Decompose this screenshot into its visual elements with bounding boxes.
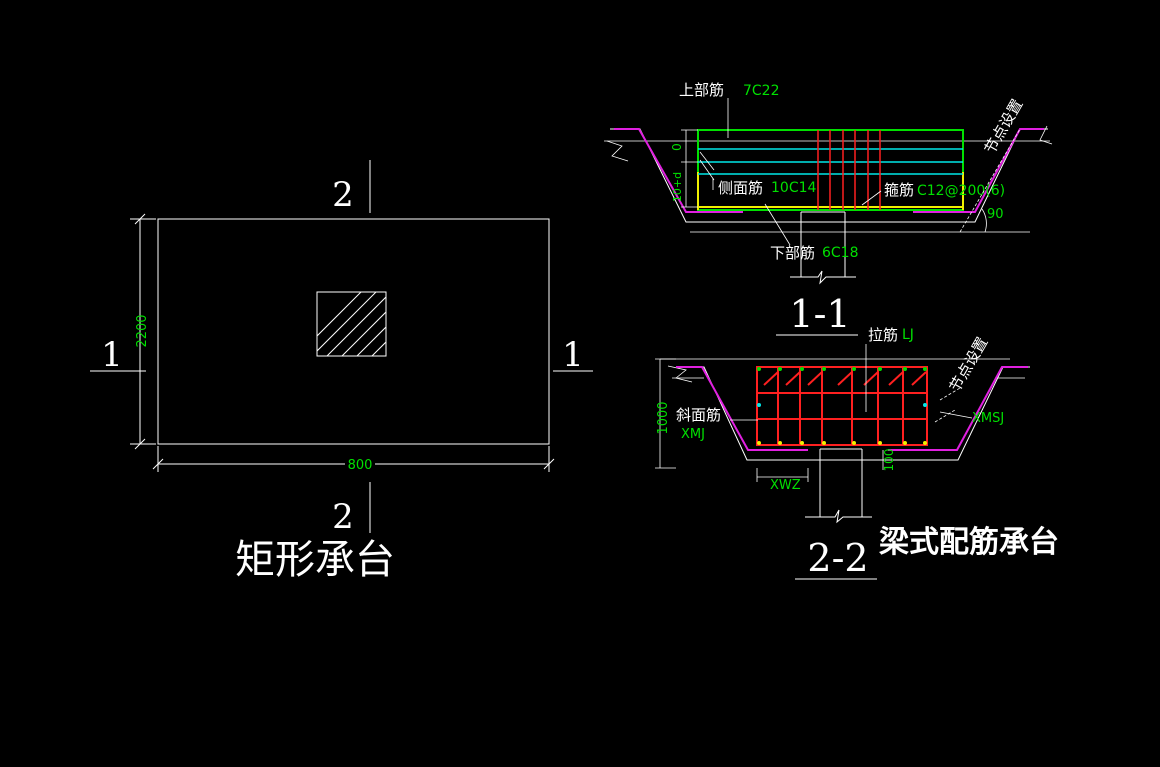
section-label-1-1: 1-1 — [789, 292, 850, 336]
drawing-caption: 梁式配筋承台 — [879, 525, 1059, 560]
stirrup-label: 箍筋 — [884, 181, 914, 199]
pile-column — [316, 291, 387, 357]
dim-small-2: 100 — [882, 449, 896, 472]
section-1-1: 0 10+d 上部筋 7C22 侧面筋 10C14 箍筋 C12@200(6) … — [604, 81, 1053, 336]
stirrups-red-1 — [817, 130, 881, 210]
pile-hatch — [317, 292, 386, 356]
slope-value: XMJ — [681, 427, 705, 442]
dim-side-1: 10+d — [671, 172, 684, 202]
magenta-bar-left-2 — [676, 366, 808, 451]
magenta-bar-left-1 — [614, 128, 743, 213]
plan-outline — [157, 218, 550, 445]
magenta-bar-right-2 — [888, 366, 1028, 451]
plan-view: 2 2 1 1 2200 800 矩形承台 — [90, 160, 593, 583]
rebar-grid-2 — [756, 366, 928, 446]
pile-1 — [790, 211, 856, 285]
slope-side-value: XMSJ — [972, 411, 1004, 426]
node-label-2: 节点设置 — [946, 334, 992, 395]
bar-dots-2 — [757, 367, 927, 445]
bottom-bar-value: 6C18 — [822, 245, 859, 261]
section-mark-bottom: 2 — [332, 497, 354, 537]
magenta-bar-right-1 — [913, 128, 1044, 213]
section-mark-top: 2 — [332, 175, 354, 215]
top-bar-value: 7C22 — [743, 83, 780, 99]
dim-zero-1: 0 — [670, 143, 684, 151]
tie-value: LJ — [902, 327, 914, 343]
bottom-bar-label: 下部筋 — [770, 244, 815, 262]
tie-label: 拉筋 — [868, 326, 898, 344]
dim-height — [130, 213, 156, 450]
xwz-text: XWZ — [770, 478, 801, 493]
section-mark-right: 1 — [562, 335, 584, 375]
stirrup-value: C12@200(6) — [917, 183, 1005, 199]
side-bar-label: 侧面筋 — [718, 179, 763, 197]
pile-2 — [805, 448, 872, 524]
plan-title: 矩形承台 — [235, 537, 395, 583]
dim-width-text: 800 — [348, 458, 373, 473]
slope-label: 斜面筋 — [676, 406, 721, 424]
section-mark-left: 1 — [101, 335, 123, 375]
dim-height-text: 2200 — [135, 314, 150, 347]
section-label-2-2: 2-2 — [807, 536, 868, 580]
top-bar-label: 上部筋 — [679, 81, 724, 99]
side-bar-value: 10C14 — [771, 180, 816, 196]
node-label-1: 节点设置 — [981, 96, 1027, 157]
angle-text: 90 — [987, 207, 1004, 222]
dim-height-2: 1000 — [656, 401, 671, 434]
